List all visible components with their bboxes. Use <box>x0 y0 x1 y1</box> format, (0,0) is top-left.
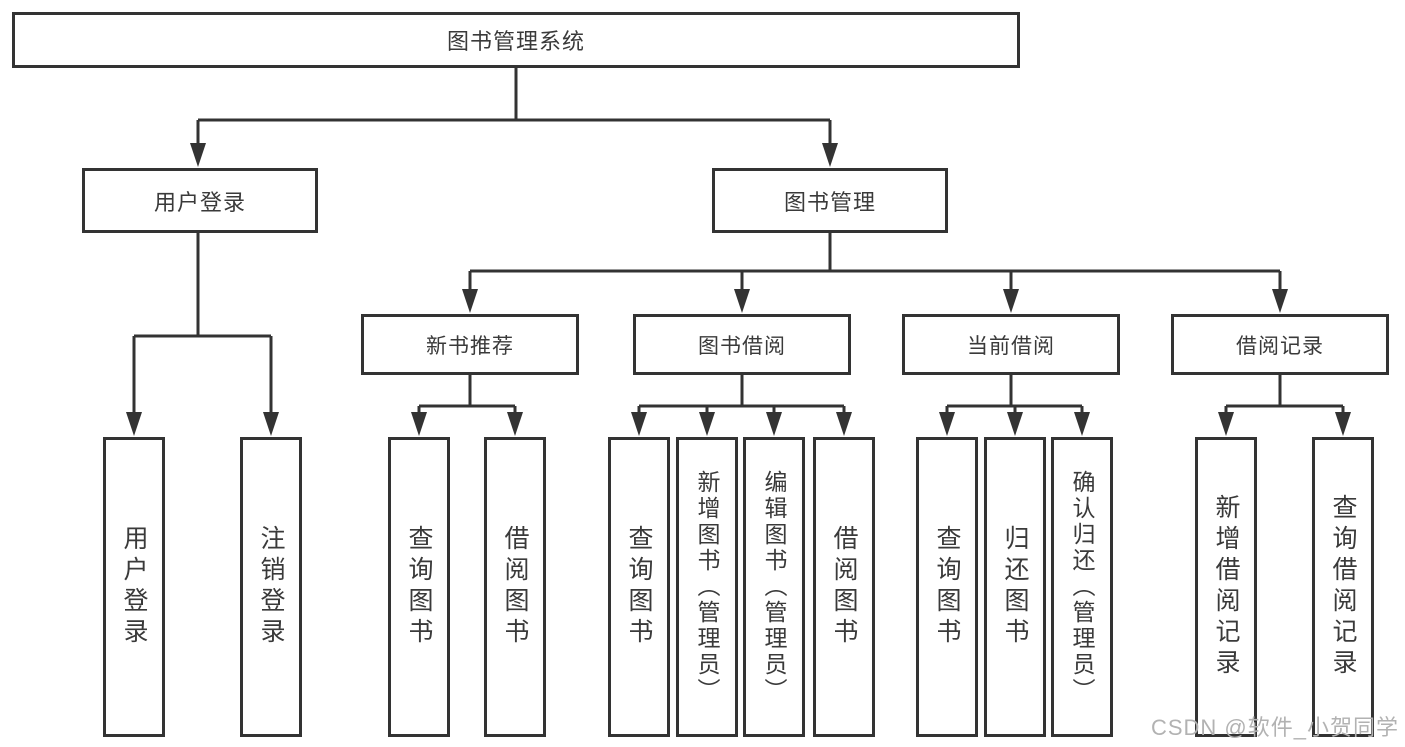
leaf-edit-books-admin: 编辑图书（管理员） <box>743 437 805 737</box>
node-root: 图书管理系统 <box>12 12 1020 68</box>
leaf-add-borrow-record-label: 新增借阅记录 <box>1212 494 1240 680</box>
leaf-query-books-current: 查询图书 <box>916 437 978 737</box>
node-current-borrow-label: 当前借阅 <box>967 334 1055 358</box>
node-borrow-record: 借阅记录 <box>1171 314 1389 375</box>
leaf-query-borrow-record: 查询借阅记录 <box>1312 437 1374 737</box>
leaf-query-books-recommend-label: 查询图书 <box>405 525 433 649</box>
node-user-login: 用户登录 <box>82 168 318 233</box>
leaf-query-books-recommend: 查询图书 <box>388 437 450 737</box>
leaf-borrow-books-recommend: 借阅图书 <box>484 437 546 737</box>
leaf-query-borrow-record-label: 查询借阅记录 <box>1329 494 1357 680</box>
leaf-logout-login: 注销登录 <box>240 437 302 737</box>
watermark: CSDN @软件_小贺同学 <box>1150 715 1399 740</box>
node-borrow-record-label: 借阅记录 <box>1236 334 1324 358</box>
node-new-book-recommend-label: 新书推荐 <box>426 334 514 358</box>
leaf-borrow-books-recommend-label: 借阅图书 <box>501 525 529 649</box>
leaf-user-login: 用户登录 <box>103 437 165 737</box>
leaf-user-login-label: 用户登录 <box>120 525 148 649</box>
leaf-edit-books-admin-label: 编辑图书（管理员） <box>761 470 787 704</box>
leaf-confirm-return-admin: 确认归还（管理员） <box>1051 437 1113 737</box>
leaf-query-books-current-label: 查询图书 <box>933 525 961 649</box>
leaf-add-books-admin-label: 新增图书（管理员） <box>694 470 720 704</box>
node-book-borrow: 图书借阅 <box>633 314 851 375</box>
leaf-add-books-admin: 新增图书（管理员） <box>676 437 738 737</box>
node-root-label: 图书管理系统 <box>446 29 585 54</box>
leaf-borrow-books: 借阅图书 <box>813 437 875 737</box>
leaf-borrow-books-label: 借阅图书 <box>830 525 858 649</box>
node-book-mgmt-label: 图书管理 <box>783 189 876 215</box>
leaf-return-books: 归还图书 <box>984 437 1046 737</box>
leaf-logout-login-label: 注销登录 <box>257 525 285 649</box>
node-current-borrow: 当前借阅 <box>902 314 1120 375</box>
leaf-confirm-return-admin-label: 确认归还（管理员） <box>1069 470 1095 704</box>
leaf-query-books-borrow-label: 查询图书 <box>625 525 653 649</box>
leaf-return-books-label: 归还图书 <box>1001 525 1029 649</box>
node-book-mgmt: 图书管理 <box>712 168 948 233</box>
leaf-add-borrow-record: 新增借阅记录 <box>1195 437 1257 737</box>
arrowheads <box>126 143 1351 436</box>
node-user-login-label: 用户登录 <box>153 189 246 215</box>
leaf-query-books-borrow: 查询图书 <box>608 437 670 737</box>
node-new-book-recommend: 新书推荐 <box>361 314 579 375</box>
node-book-borrow-label: 图书借阅 <box>698 334 786 358</box>
